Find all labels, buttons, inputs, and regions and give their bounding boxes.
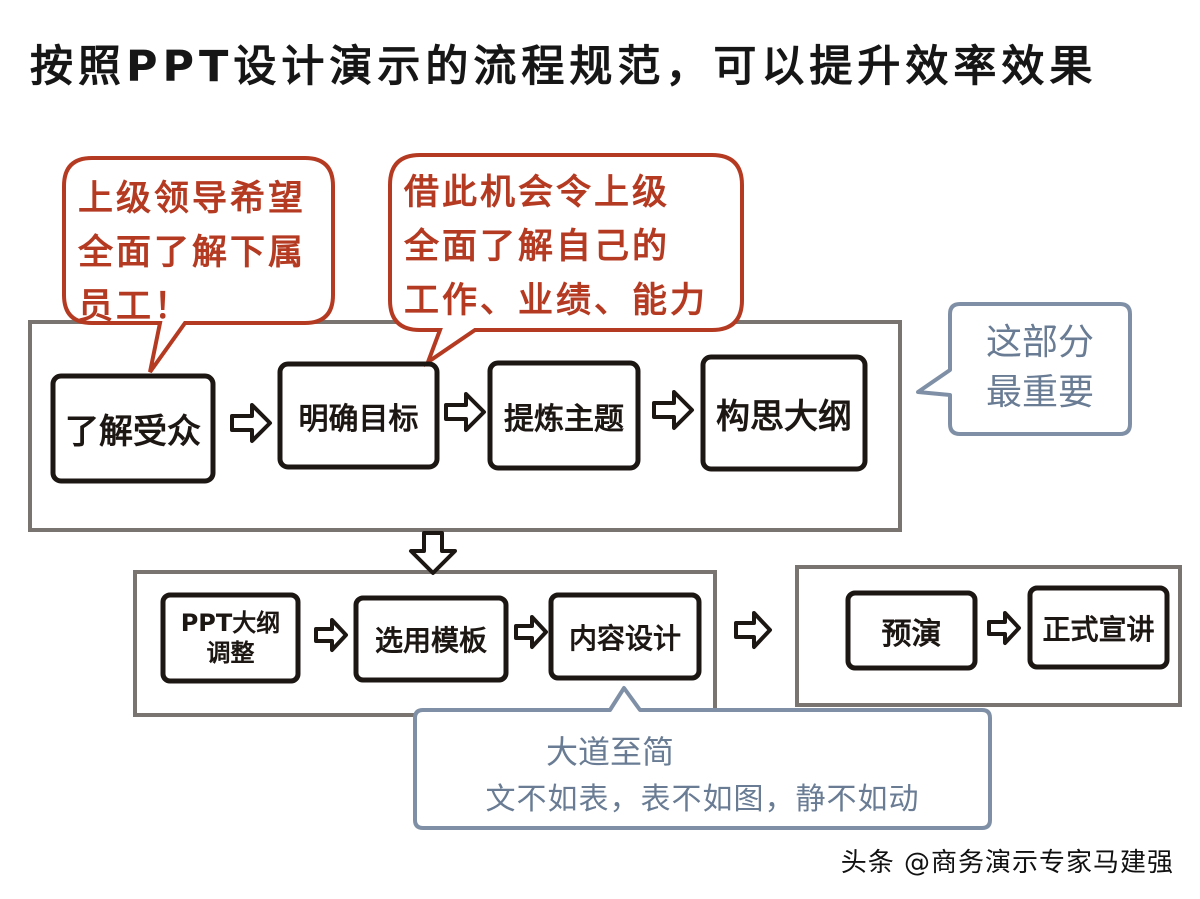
group-frame-delivery	[795, 565, 1182, 707]
step-content-design: 内容设计	[568, 621, 681, 655]
bubble-left-outline	[62, 156, 335, 374]
arrow-right-icon	[734, 611, 772, 649]
step-formal-presentation: 正式宣讲	[1042, 612, 1155, 646]
note-most-important: 这部分 最重要	[985, 322, 1094, 413]
note-principle-body: 文不如表，表不如图，静不如动	[485, 782, 920, 817]
arrow-right-icon	[314, 618, 348, 652]
note-principle-title: 大道至简	[545, 733, 674, 771]
step-box-5	[160, 592, 301, 684]
watermark: 头条 @商务演示专家马建强	[840, 848, 1174, 878]
callout-important-outline	[916, 302, 1132, 436]
callout-principle-outline	[413, 686, 992, 830]
step-box-7	[548, 592, 702, 681]
step-adjust-outline: PPT大纲 调整	[180, 609, 281, 667]
step-box-8	[845, 590, 978, 671]
page-title: 按照PPT设计演示的流程规范，可以提升效率效果	[30, 42, 1098, 92]
step-box-2	[277, 361, 440, 470]
bubble-left-text: 上级领导希望 全面了解下属 员工！	[78, 179, 307, 327]
step-rehearsal: 预演	[881, 616, 942, 652]
step-box-6	[353, 595, 509, 683]
step-box-9	[1027, 585, 1170, 670]
step-box-3	[487, 360, 641, 471]
step-understand-audience: 了解受众	[65, 412, 201, 452]
arrow-right-icon	[514, 615, 548, 649]
arrow-right-icon	[987, 611, 1021, 645]
step-refine-theme: 提炼主题	[504, 401, 624, 437]
step-outline: 构思大纲	[716, 396, 852, 437]
step-box-1	[50, 373, 216, 484]
step-box-4	[700, 354, 868, 472]
arrow-right-icon	[652, 390, 694, 430]
bubble-right-outline	[388, 153, 744, 368]
arrow-right-icon	[444, 392, 486, 432]
arrow-down-icon	[409, 531, 457, 575]
bubble-right-text: 借此机会令上级 全面了解自己的 工作、业绩、能力	[404, 173, 709, 321]
step-define-goal: 明确目标	[298, 401, 419, 437]
step-choose-template: 选用模板	[374, 624, 487, 657]
arrow-right-icon	[230, 403, 272, 443]
